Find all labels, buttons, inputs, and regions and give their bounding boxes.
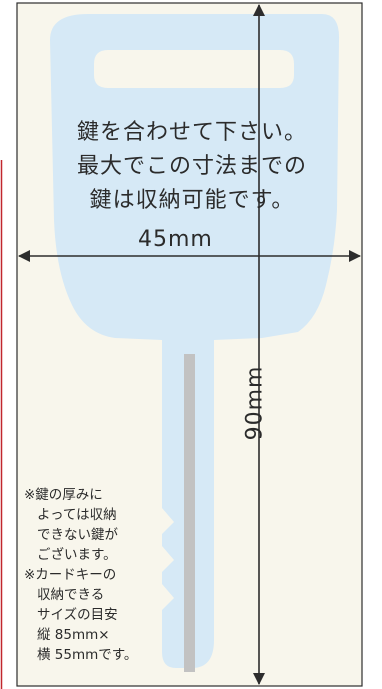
note-line-9: 横 55mmです。 xyxy=(37,647,138,663)
key-ring-slot xyxy=(94,50,294,88)
note-line-5: ※カードキーの xyxy=(24,567,117,583)
instruction-line-2: 最大でこの寸法までの xyxy=(76,154,307,179)
note-line-2: よっては収納 xyxy=(37,507,117,523)
note-line-4: ございます。 xyxy=(37,547,117,563)
note-line-3: できない鍵が xyxy=(37,527,118,543)
instruction-line-3: 鍵は収納可能です。 xyxy=(89,188,295,213)
note-line-8: 縦 85mm× xyxy=(37,627,110,643)
key-silhouette xyxy=(50,14,340,668)
height-dimension-label: 90mm xyxy=(242,365,268,441)
size-note: ※鍵の厚みに よっては収納 できない鍵が ございます。 ※カードキーの 収納でき… xyxy=(24,485,137,665)
blade-groove xyxy=(184,354,195,672)
note-line-6: 収納できる xyxy=(37,587,105,603)
note-line-7: サイズの目安 xyxy=(37,607,118,623)
note-line-1: ※鍵の厚みに xyxy=(24,487,103,503)
width-dimension-label: 45mm xyxy=(138,227,213,252)
key-fit-instruction: 鍵を合わせて下さい。 最大でこの寸法までの 鍵は収納可能です。 xyxy=(62,116,322,218)
instruction-line-1: 鍵を合わせて下さい。 xyxy=(76,120,307,145)
